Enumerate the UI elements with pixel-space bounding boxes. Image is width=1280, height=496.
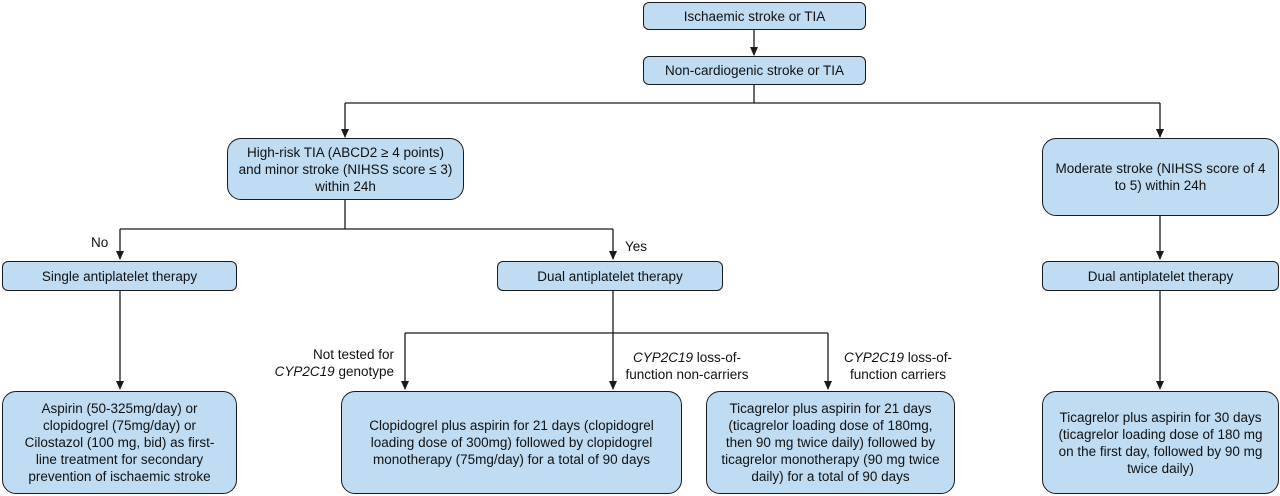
node-ticagrelor-21-days: Ticagrelor plus aspirin for 21 days (tic… — [706, 391, 955, 494]
noncarriers-rest: loss-of- — [693, 350, 742, 365]
ticagrelor-30-line-3: on the first day, followed by 90 mg — [1058, 443, 1263, 459]
aspirin-line-3: Cilostazol (100 mg, bid) as first- — [24, 435, 215, 450]
ticagrelor-30-line-1: Ticagrelor plus aspirin for 30 days — [1059, 409, 1262, 425]
moderate-line-1: Moderate stroke (NIHSS score of 4 — [1055, 161, 1266, 176]
ticagrelor-21-line-4: ticagrelor monotherapy (90 mg twice — [721, 452, 940, 467]
noncarriers-line-2: function non-carriers — [625, 367, 749, 382]
edge-label-no: No — [91, 235, 109, 250]
aspirin-line-5: prevention of ischaemic stroke — [28, 469, 211, 484]
node-high-risk-tia: High-risk TIA (ABCD2 ≥ 4 points) and min… — [227, 138, 464, 200]
ticagrelor-21-line-3: then 90 mg twice daily) followed by — [725, 435, 936, 450]
aspirin-line-1: Aspirin (50-325mg/day) or — [41, 401, 198, 416]
aspirin-line-4: line treatment for secondary — [35, 452, 204, 467]
high-risk-line-1: High-risk TIA (ABCD2 ≥ 4 points) — [247, 144, 444, 160]
clopidogrel-line-2: loading dose of 300mg) followed by clopi… — [370, 435, 653, 450]
noncarriers-line-1: CYP2C19 loss-of- — [612, 349, 762, 366]
ticagrelor-30-line-4: twice daily) — [1127, 460, 1194, 476]
carriers-line-1: CYP2C19 loss-of- — [834, 349, 962, 366]
node-clopidogrel-aspirin: Clopidogrel plus aspirin for 21 days (cl… — [341, 391, 682, 494]
node-dual-antiplatelet-right: Dual antiplatelet therapy — [1042, 261, 1279, 291]
not-tested-line-1: Not tested for — [312, 347, 394, 362]
single-antiplatelet-text: Single antiplatelet therapy — [41, 268, 198, 284]
dual-antiplatelet-right-text: Dual antiplatelet therapy — [1087, 268, 1234, 284]
clopidogrel-line-3: monotherapy (75mg/day) for a total of 90… — [373, 452, 650, 467]
high-risk-line-3: within 24h — [315, 178, 376, 194]
high-risk-line-2: and minor stroke (NIHSS score ≤ 3) — [238, 161, 453, 177]
clopidogrel-line-1: Clopidogrel plus aspirin for 21 days (cl… — [369, 418, 654, 433]
node-single-antiplatelet: Single antiplatelet therapy — [2, 261, 237, 291]
node-moderate-stroke: Moderate stroke (NIHSS score of 4 to 5) … — [1042, 138, 1279, 216]
not-tested-gene: CYP2C19 — [274, 364, 335, 379]
edge-label-noncarriers: CYP2C19 loss-of- function non-carriers — [612, 349, 762, 383]
carriers-rest: loss-of- — [904, 350, 953, 365]
node-ischaemic-stroke: Ischaemic stroke or TIA — [643, 2, 866, 30]
carriers-line-2: function carriers — [849, 367, 947, 382]
edge-label-yes: Yes — [625, 239, 648, 254]
ticagrelor-21-line-1: Ticagrelor plus aspirin for 21 days — [729, 401, 932, 416]
node-noncardiogenic: Non-cardiogenic stroke or TIA — [643, 56, 866, 85]
not-tested-rest: genotype — [334, 364, 394, 379]
moderate-line-2: to 5) within 24h — [1114, 178, 1207, 193]
ticagrelor-21-line-2: (ticagrelor loading dose of 180mg, — [728, 418, 933, 433]
not-tested-line-2: CYP2C19 genotype — [250, 363, 394, 380]
node-ischaemic-stroke-text: Ischaemic stroke or TIA — [683, 8, 826, 24]
aspirin-line-2: clopidogrel (75mg/day) or — [42, 418, 197, 433]
ticagrelor-21-line-5: daily) for a total of 90 days — [751, 469, 910, 484]
node-aspirin-monotherapy: Aspirin (50-325mg/day) or clopidogrel (7… — [2, 391, 237, 494]
node-noncardiogenic-text: Non-cardiogenic stroke or TIA — [664, 63, 845, 78]
edge-label-carriers: CYP2C19 loss-of- function carriers — [834, 349, 962, 383]
dual-antiplatelet-mid-text: Dual antiplatelet therapy — [537, 268, 683, 284]
carriers-gene: CYP2C19 — [843, 350, 905, 365]
noncarriers-gene: CYP2C19 — [632, 350, 694, 365]
node-ticagrelor-30-days: Ticagrelor plus aspirin for 30 days (tic… — [1042, 391, 1279, 494]
edge-label-not-tested: Not tested for CYP2C19 genotype — [250, 346, 394, 380]
node-dual-antiplatelet-mid: Dual antiplatelet therapy — [497, 261, 723, 291]
ticagrelor-30-line-2: (ticagrelor loading dose of 180 mg — [1058, 426, 1263, 442]
